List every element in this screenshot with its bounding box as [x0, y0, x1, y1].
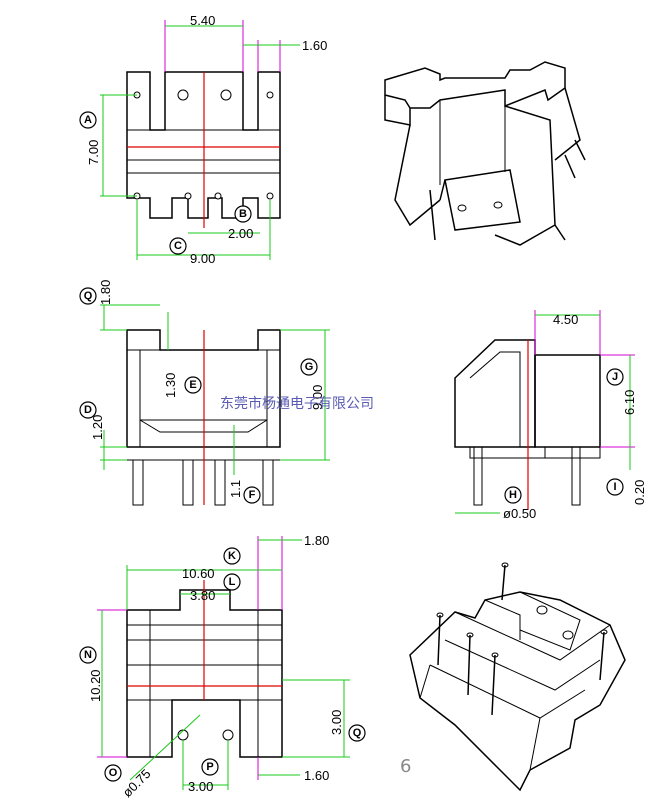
iso-view-top — [384, 61, 586, 246]
label-h: H — [509, 489, 517, 501]
dim-bottom-pin-span: 3.00 — [188, 779, 213, 794]
label-e: E — [189, 379, 196, 391]
dim-front-lower: 1.20 — [90, 415, 105, 440]
dim-side-pin-len: 6.10 — [622, 390, 637, 415]
dim-bottom-inner: 3.80 — [190, 588, 215, 603]
watermark: 东莞市杨通电子有限公司 — [220, 395, 374, 412]
label-c: C — [174, 240, 182, 252]
label-g: G — [305, 361, 314, 373]
label-n: N — [84, 649, 92, 661]
dim-top-right: 1.60 — [302, 38, 327, 53]
dim-front-slot: 1.30 — [163, 373, 178, 398]
label-q-front: Q — [84, 290, 93, 302]
label-i: I — [613, 481, 616, 493]
label-a: A — [84, 114, 92, 126]
dim-bottom-overall: 10.60 — [182, 566, 215, 581]
dim-front-pin: 1.1 — [228, 480, 243, 498]
dim-top-width: 9.00 — [190, 251, 215, 266]
dim-top-height: 7.00 — [86, 140, 101, 165]
bottom-view: 10.60 3.80 1.80 10.20 3.00 3.00 1.60 ø0.… — [79, 533, 366, 800]
dim-bottom-corner: 1.80 — [304, 533, 329, 548]
dim-side-pin-dia: ø0.50 — [503, 506, 536, 521]
dim-top-span: 5.40 — [190, 13, 215, 28]
label-b: B — [239, 208, 247, 220]
iso-view-bottom — [409, 562, 626, 792]
dim-top-pitch: 2.00 — [228, 226, 253, 241]
label-f: F — [249, 489, 256, 501]
dim-front-height: 9.00 — [310, 385, 325, 410]
dim-side-depth: 4.50 — [553, 312, 578, 327]
label-l: L — [229, 576, 236, 588]
dim-bottom-height: 10.20 — [88, 669, 103, 702]
top-view: 5.40 1.60 7.00 2.00 9.00 A B C — [79, 13, 327, 266]
dim-bottom-right: 1.60 — [304, 768, 329, 783]
page-number: 6 — [400, 756, 411, 777]
dim-bottom-hole-dia: ø0.75 — [120, 766, 154, 800]
front-view: 1.80 1.30 9.00 1.20 1.1 Q D E F G — [79, 280, 330, 506]
dim-side-standoff: 0.20 — [632, 480, 647, 505]
side-view: 4.50 6.10 0.20 ø0.50 J I H — [454, 310, 647, 521]
label-k: K — [228, 550, 236, 562]
label-d: D — [84, 404, 92, 416]
label-j: J — [612, 371, 618, 383]
label-q-bottom: Q — [353, 727, 362, 739]
label-o: O — [109, 767, 118, 779]
label-p: P — [206, 761, 213, 773]
dim-front-top-gap: 1.80 — [98, 280, 113, 305]
dim-bottom-pin-side: 3.00 — [329, 710, 344, 735]
